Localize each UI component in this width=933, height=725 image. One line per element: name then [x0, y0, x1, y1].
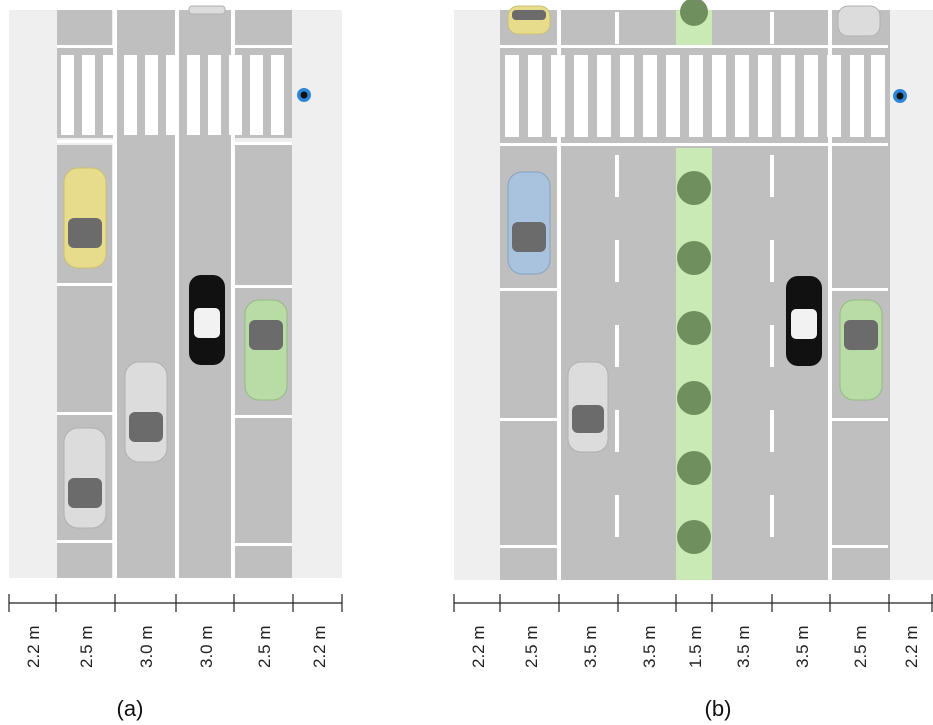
panel-b-median — [676, 148, 712, 580]
panel-b-car-black — [786, 276, 822, 366]
panel-b-dimension-line — [453, 594, 933, 612]
panel-b-width-label: 1.5 m — [686, 625, 705, 668]
panel-b-street — [454, 0, 933, 580]
panel-a-width-label: 3.0 m — [197, 625, 216, 668]
panel-b-width-label: 2.5 m — [522, 625, 541, 668]
panel-a-width-label: 2.2 m — [310, 625, 329, 668]
panel-b-width-label: 2.2 m — [469, 625, 488, 668]
panel-a-parking-left — [57, 10, 112, 45]
panel-b-car-yellow-partial — [507, 5, 551, 35]
panel-a-car-top-partial — [188, 5, 226, 15]
panel-a-width-label: 2.5 m — [255, 625, 274, 668]
panel-b-width-label: 2.2 m — [902, 625, 921, 668]
panel-b-car-white-partial — [837, 5, 881, 37]
panel-a-car-white-left — [63, 427, 107, 529]
panel-b-width-labels: 2.2 m 2.5 m 3.5 m 3.5 m 1.5 m 3.5 m 3.5 … — [469, 625, 921, 668]
panel-b-width-label: 3.5 m — [793, 625, 812, 668]
panel-a-car-yellow — [63, 167, 107, 269]
panel-a-crosswalk — [61, 55, 284, 135]
panel-a-car-black — [189, 275, 225, 365]
panel-b-crosswalk — [505, 55, 885, 137]
panel-b-pedestrian-icon — [893, 89, 907, 103]
panel-a-width-label: 2.5 m — [77, 625, 96, 668]
panel-a-width-labels: 2.2 m 2.5 m 3.0 m 3.0 m 2.5 m 2.2 m — [24, 625, 329, 668]
panel-a-width-label: 3.0 m — [137, 625, 156, 668]
panel-a-width-label: 2.2 m — [24, 625, 43, 668]
panel-b-width-label: 3.5 m — [734, 625, 753, 668]
panel-b-caption: (b) — [705, 696, 732, 721]
panel-a-car-green — [244, 299, 288, 401]
panel-b-car-blue — [507, 171, 551, 275]
panel-a-parking-right — [235, 10, 292, 45]
panel-a-pedestrian-icon — [297, 88, 311, 102]
panel-b-median-trees — [677, 0, 711, 554]
panel-a-caption: (a) — [117, 696, 144, 721]
panel-b-width-label: 3.5 m — [640, 625, 659, 668]
panel-a-car-white-lane — [124, 361, 168, 463]
panel-b-width-label: 3.5 m — [581, 625, 600, 668]
panel-b-lane-dashes — [615, 12, 774, 537]
panel-a-street — [9, 5, 342, 578]
panel-b-car-green — [839, 299, 883, 401]
panel-a-dimension-line — [8, 594, 343, 612]
panel-b-car-white — [567, 361, 609, 453]
panel-b-width-label: 2.5 m — [851, 625, 870, 668]
